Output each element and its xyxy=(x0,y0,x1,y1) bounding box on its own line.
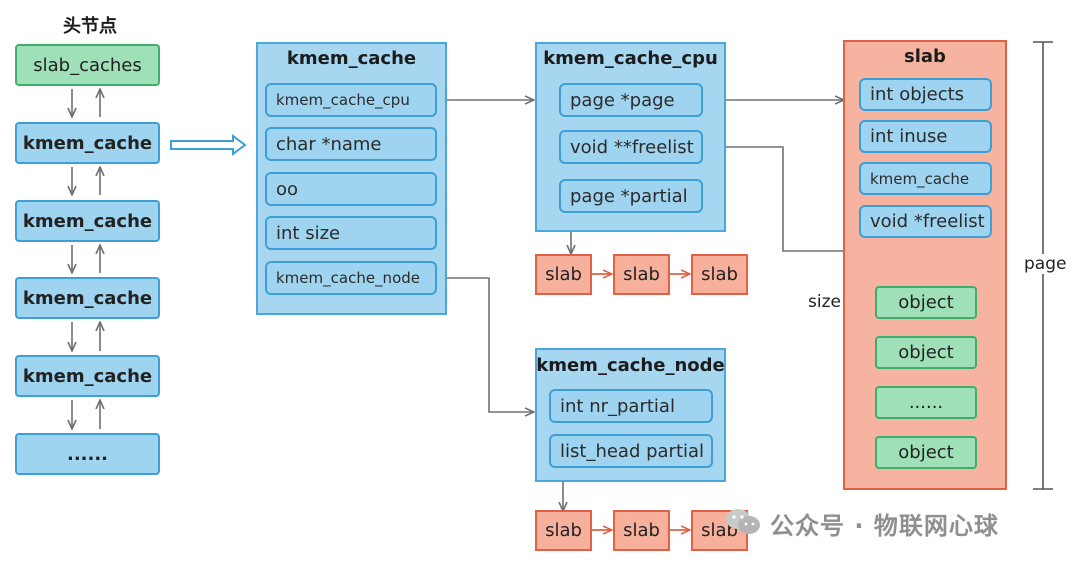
list-item: ...... xyxy=(15,433,160,475)
kmem-cache-title: kmem_cache xyxy=(286,48,417,69)
list-item-label: kmem_cache xyxy=(22,210,153,232)
field-oo: oo xyxy=(265,172,437,206)
kmem-cache-node-title: kmem_cache_node xyxy=(536,355,725,376)
wechat-icon xyxy=(724,507,762,537)
field-kmem-cache-node: kmem_cache_node xyxy=(265,261,437,295)
field-int-inuse: int inuse xyxy=(859,120,992,153)
slab-caches-label: slab_caches xyxy=(33,54,142,76)
slab-title: slab xyxy=(904,46,946,67)
list-item: kmem_cache xyxy=(15,277,160,319)
field-list-head-partial: list_head partial xyxy=(549,434,713,468)
list-item: kmem_cache xyxy=(15,122,160,164)
field-size: int size xyxy=(265,216,437,250)
list-item-label: kmem_cache xyxy=(22,132,153,154)
field-kmem-cache-cpu: kmem_cache_cpu xyxy=(265,83,437,117)
node-slab-2: slab xyxy=(613,510,670,551)
cpu-slab-3: slab xyxy=(691,254,748,295)
field-partial: page *partial xyxy=(559,179,703,213)
list-item-label: ...... xyxy=(66,443,109,465)
object-2: object xyxy=(875,336,977,369)
field-name: char *name xyxy=(265,127,437,161)
field-freelist: void **freelist xyxy=(559,130,703,164)
node-slab-1: slab xyxy=(535,510,592,551)
kmem-cache-cpu-title: kmem_cache_cpu xyxy=(543,48,718,69)
list-item-label: kmem_cache xyxy=(22,365,153,387)
cpu-slab-1: slab xyxy=(535,254,592,295)
object-ellipsis: ...... xyxy=(875,386,977,419)
list-item-label: kmem_cache xyxy=(22,287,153,309)
field-nr-partial: int nr_partial xyxy=(549,389,713,423)
field-int-objects: int objects xyxy=(859,78,992,111)
slab-caches-node: slab_caches xyxy=(15,44,160,86)
list-item: kmem_cache xyxy=(15,355,160,397)
watermark-text: 公众号 · 物联网心球 xyxy=(770,512,999,540)
object-1: object xyxy=(875,286,977,319)
size-label: size xyxy=(808,292,841,312)
page-label: page xyxy=(1023,254,1068,274)
head-node-title: 头节点 xyxy=(63,16,117,37)
cpu-slab-2: slab xyxy=(613,254,670,295)
object-last: object xyxy=(875,436,977,469)
list-item: kmem_cache xyxy=(15,200,160,242)
field-slab-kmem-cache: kmem_cache xyxy=(859,162,992,195)
field-slab-freelist: void *freelist xyxy=(859,205,992,238)
field-page: page *page xyxy=(559,83,703,117)
